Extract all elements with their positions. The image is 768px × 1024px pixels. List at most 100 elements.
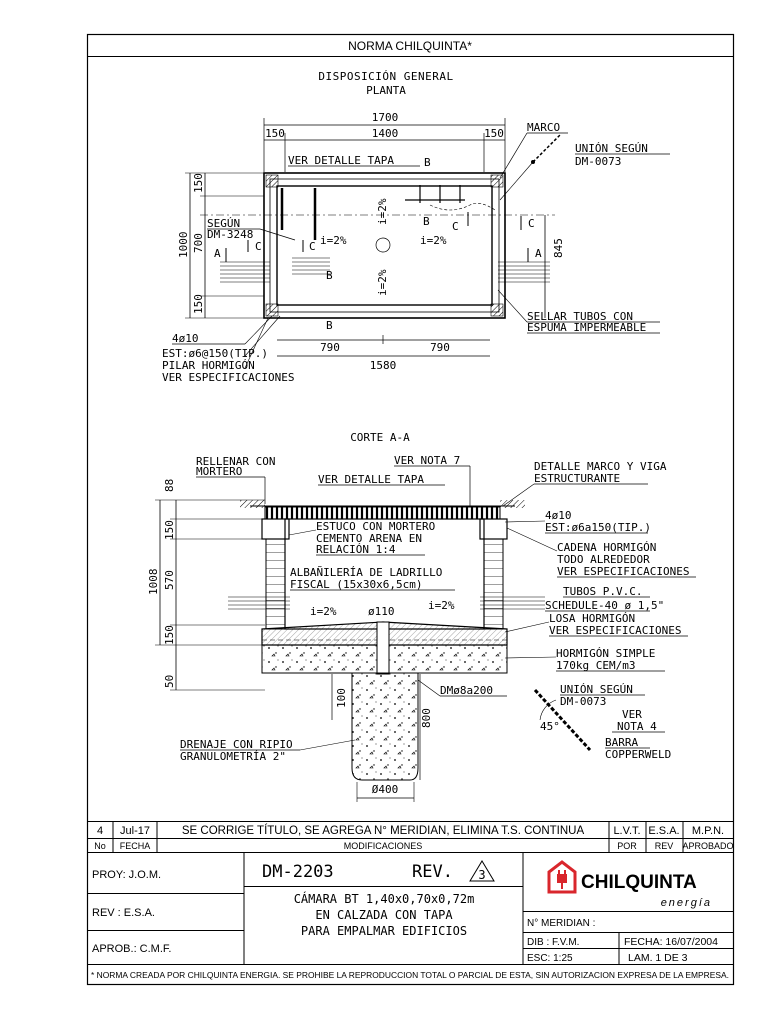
section-bar: 4ø10 [545, 509, 572, 522]
chilquinta-logo: CHILQUINTA energía [547, 860, 712, 909]
rev-desc: SE CORRIGE TÍTULO, SE AGREGA N° MERIDIAN… [182, 824, 585, 837]
plan-union-2: DM-0073 [575, 155, 621, 168]
sheet-title: NORMA CHILQUINTA* [348, 39, 472, 53]
plan-dim-left: 150 [265, 127, 285, 140]
section-ver-nota: VER NOTA 7 [394, 454, 460, 467]
section-losa-2: VER ESPECIFICACIONES [549, 624, 681, 637]
section-ver-detalle: VER DETALLE TAPA [318, 473, 424, 486]
section-dm-bar: DMø8a200 [440, 684, 493, 697]
title-block: PROY: J.O.M. REV : E.S.A. APROB.: C.M.F.… [87, 853, 734, 965]
rev-h-mod: MODIFICACIONES [344, 841, 423, 851]
section-estuco-2: CEMENTO ARENA EN [316, 532, 422, 545]
plan-sec-b-bot: B [326, 319, 333, 332]
tb-aprob: APROB.: C.M.F. [92, 943, 171, 955]
section-slope-r: i=2% [428, 599, 455, 612]
plan-pilar: PILAR HORMIGÓN [162, 359, 255, 372]
tb-rev: REV : E.S.A. [92, 907, 155, 919]
rev-h-fecha: FECHA [120, 841, 151, 851]
section-slope-l: i=2% [310, 605, 337, 618]
tb-code: DM-2203 [262, 862, 334, 882]
section-vd-100: 100 [335, 688, 348, 708]
brand-name: CHILQUINTA [581, 872, 697, 893]
section-vd-1008: 1008 [147, 569, 160, 596]
plan-subtitle: PLANTA [366, 84, 406, 97]
tb-desc-3: PARA EMPALMAR EDIFICIOS [301, 924, 467, 938]
section-copper: COPPERWELD [605, 748, 671, 761]
section-est: EST:ø6a150(TIP.) [545, 521, 651, 534]
section-alba-2: FISCAL (15x30x6,5cm) [290, 578, 422, 591]
plan-marco: MARCO [527, 121, 560, 134]
plan-slope-3: i=2% [376, 198, 389, 225]
section-hs-2: 170kg CEM/m3 [556, 659, 635, 672]
rev-fecha: Jul-17 [120, 825, 150, 837]
section-tubos-1: TUBOS P.V.C. [563, 585, 642, 598]
plan-vdim-700: 700 [192, 233, 205, 253]
plan-est: EST:ø6@150(TIP.) [162, 347, 268, 360]
section-rellenar-2: MORTERO [196, 465, 242, 478]
section-estuco-3: RELACIÓN 1:4 [316, 543, 396, 556]
section-vd-570: 570 [163, 570, 176, 590]
section-drenaje-2: GRANULOMETRÍA 2" [180, 750, 286, 763]
section-cadena-1: CADENA HORMIGÓN [557, 541, 656, 554]
sheet-border [86, 33, 735, 986]
rev-h-por: POR [617, 841, 637, 851]
plan-dim-790a: 790 [320, 341, 340, 354]
plan-vdim-1000: 1000 [177, 232, 190, 259]
plan-sec-c-far: C [528, 217, 535, 230]
plan-dim-790b: 790 [430, 341, 450, 354]
section-losa-1: LOSA HORMIGÓN [549, 612, 635, 625]
section-rellenar-1: RELLENAR CON [196, 455, 275, 468]
plan-sec-c-left: C [255, 240, 262, 253]
plan-sec-a-left: A [214, 247, 221, 260]
plan-slope-1: i=2% [320, 234, 347, 247]
section-tubos-2: SCHEDULE-40 ø 1,5" [545, 599, 664, 612]
section-barra: BARRA [605, 736, 638, 749]
section-union-2: DM-0073 [560, 695, 606, 708]
plan-union-1: UNIÓN SEGÚN [575, 142, 648, 155]
section-detalle-2: ESTRUCTURANTE [534, 472, 620, 485]
tb-esc: ESC: 1:25 [527, 953, 573, 964]
section-title: CORTE A-A [350, 431, 410, 444]
footer-note: * NORMA CREADA POR CHILQUINTA ENERGIA. S… [91, 970, 729, 980]
section-vd-800: 800 [420, 708, 433, 728]
plan-vdim-845: 845 [552, 238, 565, 258]
plan-sec-b-top: B [424, 156, 431, 169]
tb-fecha: FECHA: 16/07/2004 [624, 936, 718, 948]
tb-dib: DIB : F.V.M. [527, 937, 579, 948]
plan-dim-total: 1700 [372, 111, 399, 124]
plan-segun-1: SEGÚN [207, 217, 240, 230]
rev-rev: E.S.A. [648, 825, 679, 837]
tb-rev-label: REV. [412, 862, 453, 882]
rev-h-no: No [94, 841, 106, 851]
section-vd-88: 88 [163, 479, 176, 492]
section-view: CORTE A-A RELLENAR CON MORTERO [147, 431, 696, 802]
section-d400: Ø400 [372, 783, 399, 796]
section-vd-150b: 150 [163, 625, 176, 645]
plan-slope-2: i=2% [420, 234, 447, 247]
rev-no: 4 [97, 825, 103, 837]
tb-lam: LAM. 1 DE 3 [628, 952, 688, 964]
section-angle: 45° [540, 720, 560, 733]
brand-sub: energía [661, 897, 712, 909]
plan-sellar-1: SELLAR TUBOS CON [527, 310, 633, 323]
section-hs-1: HORMIGÓN SIMPLE [556, 647, 655, 660]
section-cadena-2: TODO ALREDEDOR [557, 553, 650, 566]
tb-proy: PROY: J.O.M. [92, 869, 161, 881]
plan-title: DISPOSICIÓN GENERAL [318, 70, 453, 83]
rev-por: L.V.T. [613, 825, 640, 837]
plan-bar: 4ø10 [172, 332, 199, 345]
plan-sec-a-right: A [535, 247, 542, 260]
plan-dim-1580: 1580 [370, 359, 397, 372]
house-plug-icon [547, 860, 577, 894]
plan-view: DISPOSICIÓN GENERAL PLANTA 1700 150 1400… [162, 70, 670, 384]
section-vd-50: 50 [163, 675, 176, 688]
plan-sellar-2: ESPUMA IMPERMEABLE [527, 321, 646, 334]
plan-slope-4: i=2% [376, 269, 389, 296]
plan-sec-c-r: C [452, 220, 459, 233]
section-drain: ø110 [368, 605, 395, 618]
section-alba-1: ALBAÑILERÍA DE LADRILLO [290, 566, 442, 579]
plan-sec-b-r: B [423, 215, 430, 228]
section-vd-150a: 150 [163, 520, 176, 540]
tb-rev-num: 3 [478, 868, 485, 882]
